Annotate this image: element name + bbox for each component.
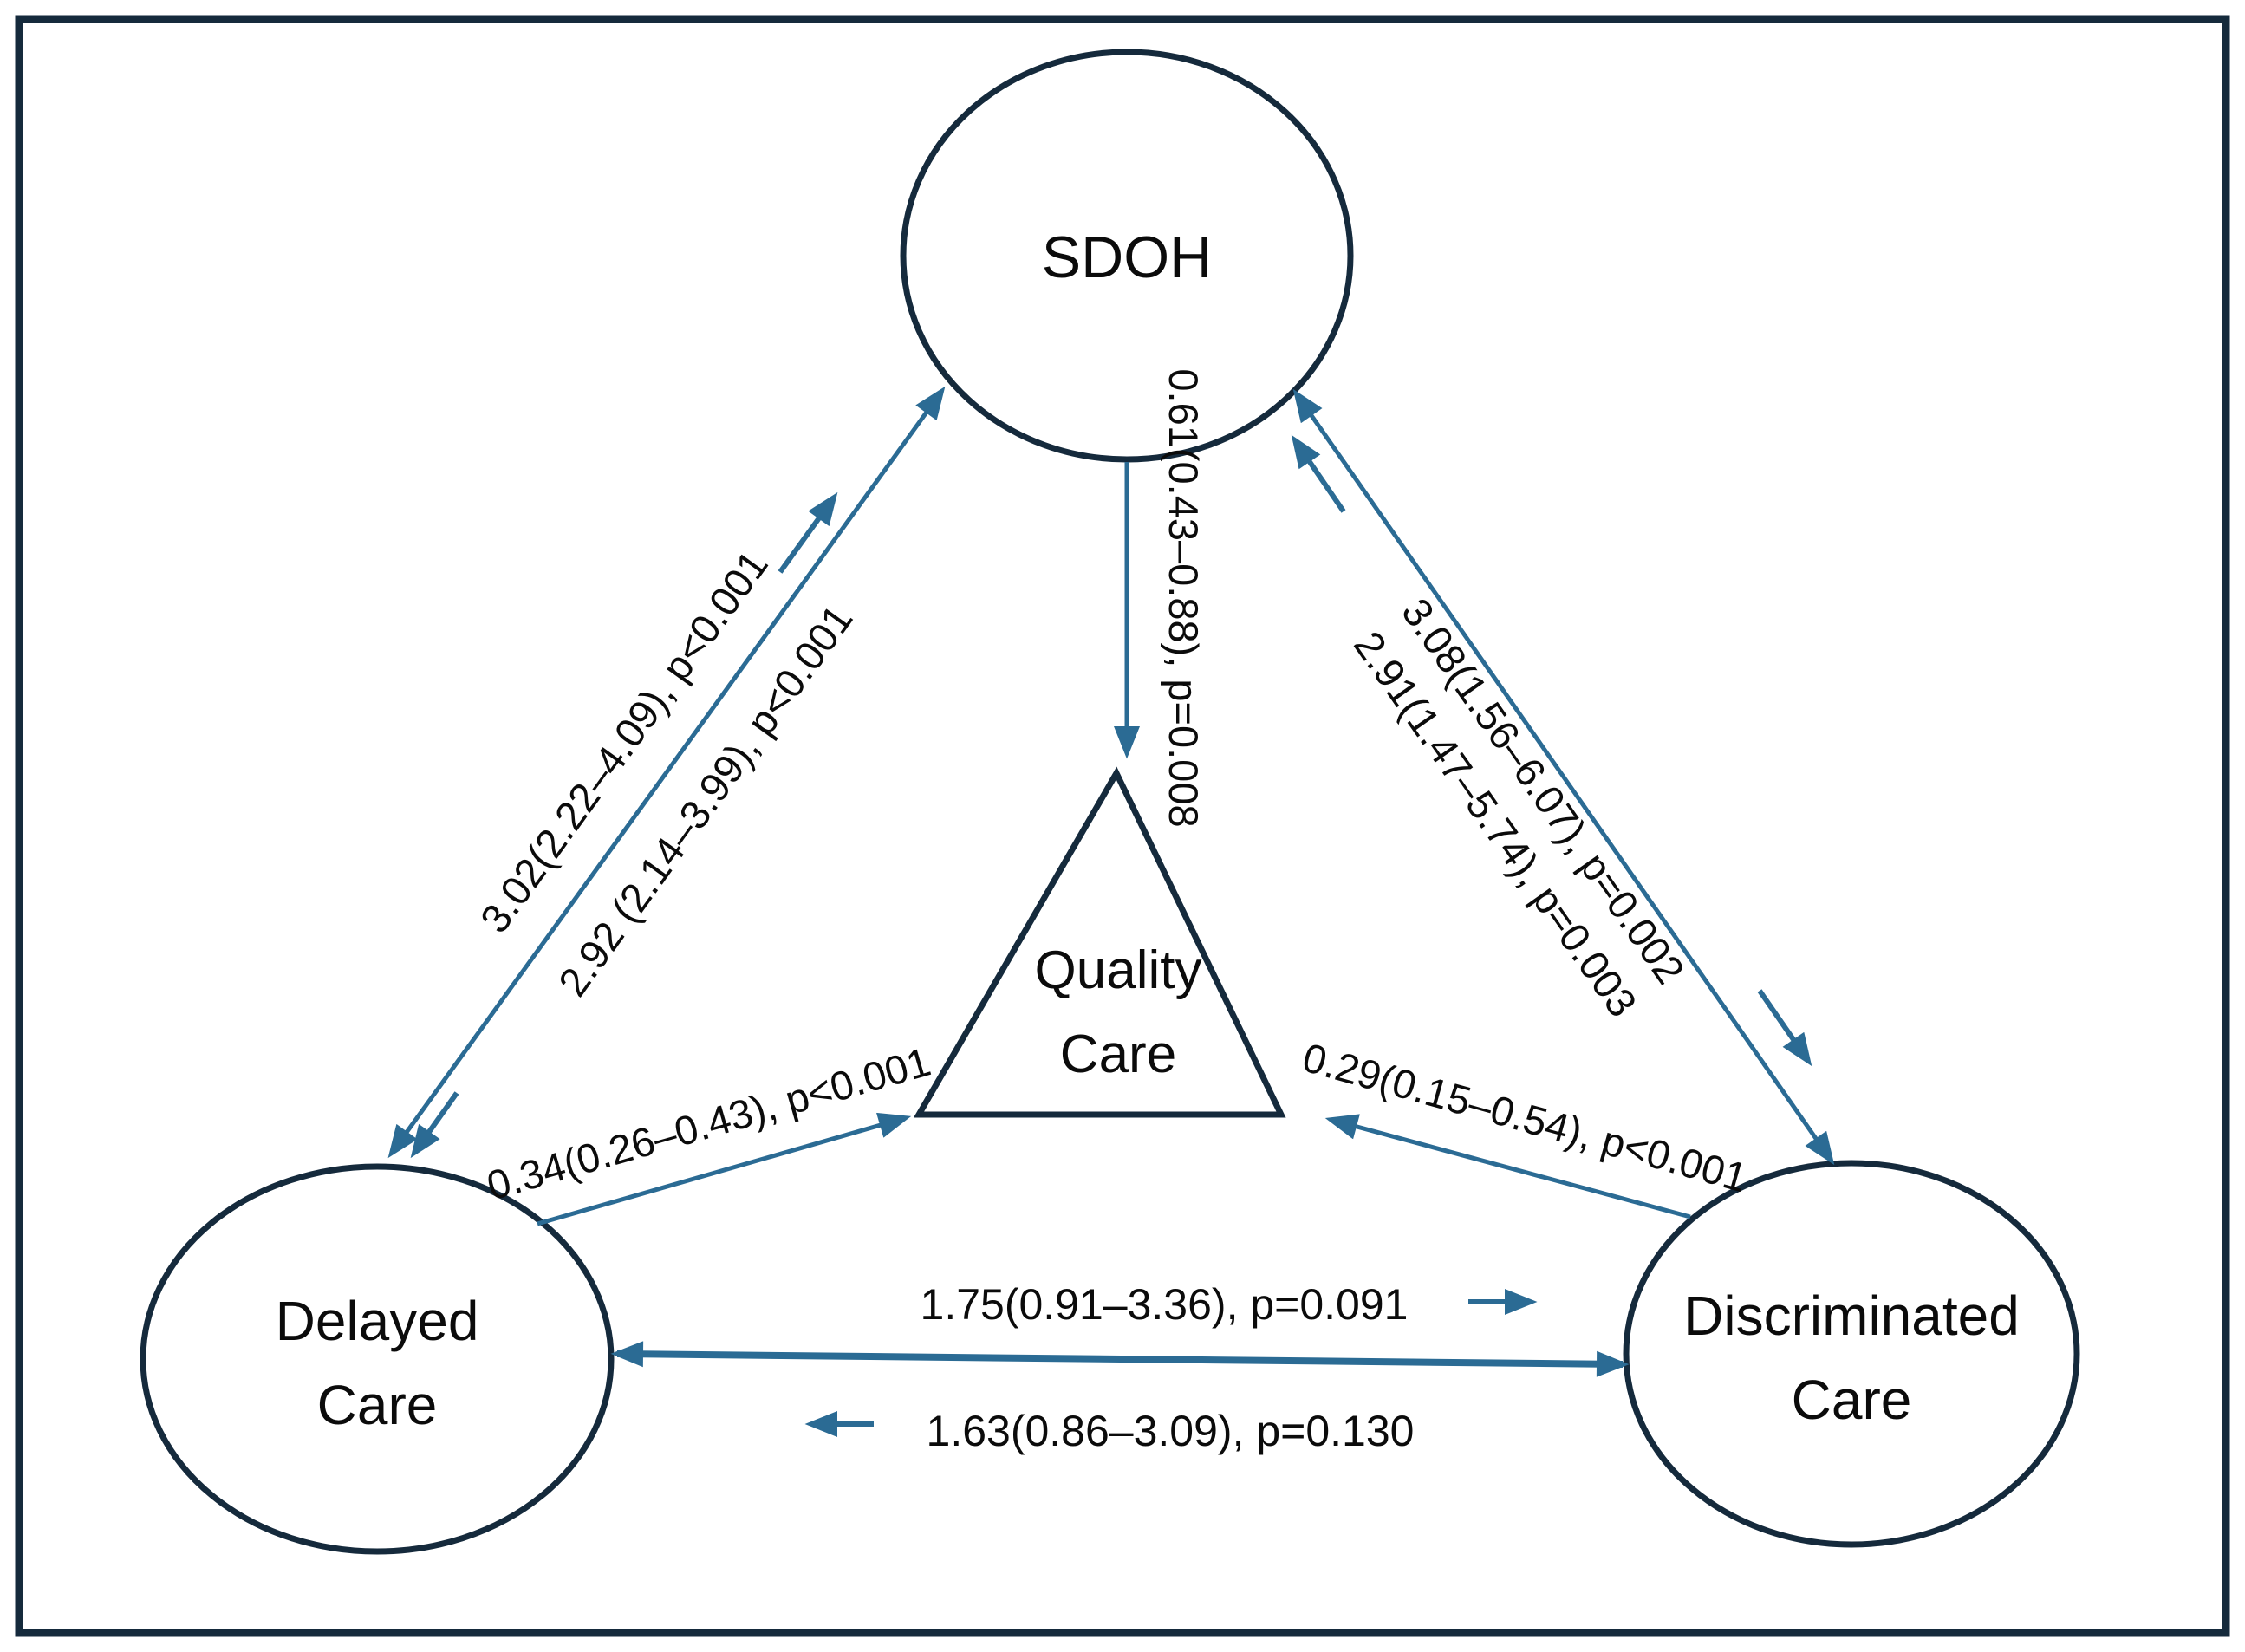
edge-discriminated-quality — [1324, 1114, 1691, 1219]
edge-discriminated-sdoh — [1292, 388, 1835, 1166]
edge-delayed-discriminated — [610, 1341, 1630, 1377]
quality-care-label-line1: Quality — [1035, 940, 1202, 1000]
delayed-care-label-line2: Care — [317, 1374, 438, 1436]
sdoh-to-quality-estimate-label: 0.61(0.43–0.88), p=0.008 — [1161, 368, 1207, 827]
node-sdoh — [900, 49, 1354, 463]
discriminated-care-label-line1: Discriminated — [1683, 1285, 2020, 1347]
delayed-care-label-line1: Delayed — [276, 1290, 479, 1352]
delayed-to-sdoh-direction-arrow-icon — [778, 491, 838, 574]
delayed-to-discriminated-estimate-label: 1.75(0.91–3.36), p=0.091 — [921, 1280, 1409, 1329]
sdoh-to-delayed-direction-arrow-icon — [410, 1091, 459, 1159]
discriminated-to-sdoh-direction-arrow-icon — [1291, 434, 1346, 513]
sdoh-label: SDOH — [1042, 224, 1212, 290]
quality-care-label-line2: Care — [1060, 1024, 1176, 1084]
edge-delayed-sdoh — [387, 386, 946, 1159]
node-quality-care-triangle — [913, 766, 1286, 1118]
discriminated-to-delayed-estimate-label: 1.63(0.86–3.09), p=0.130 — [927, 1407, 1415, 1455]
node-discriminated-care — [1623, 1160, 2080, 1548]
discriminated-care-label-line2: Care — [1792, 1369, 1912, 1431]
sdoh-to-discriminated-direction-arrow-icon — [1757, 989, 1812, 1067]
edge-delayed-quality — [537, 1112, 912, 1226]
